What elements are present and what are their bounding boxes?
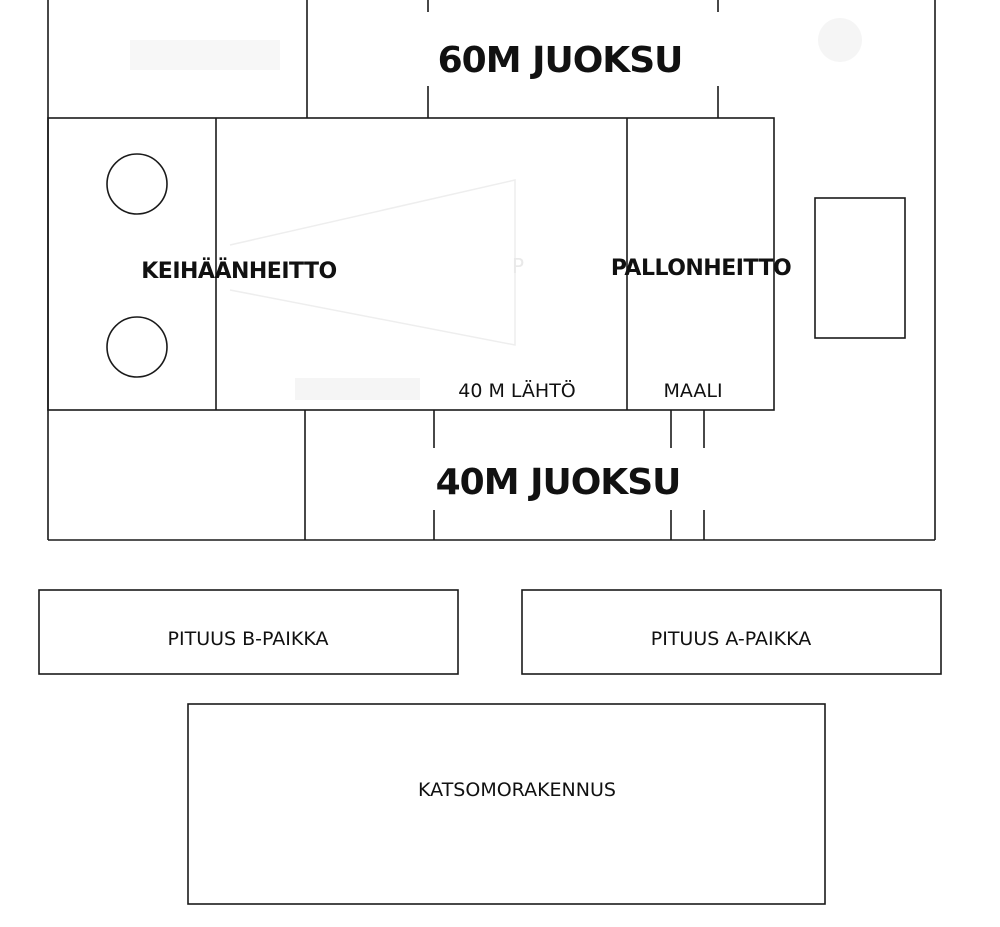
- long-jump-a-area: PITUUS A-PAIKKA: [521, 589, 942, 675]
- faded-background: P: [130, 18, 862, 400]
- track-60m: [427, 0, 719, 118]
- label-40m-start: 40 M LÄHTÖ: [458, 379, 576, 402]
- label-finish: MAALI: [663, 380, 722, 402]
- ball-throw-target-box: [814, 197, 906, 339]
- long-jump-b-area: PITUUS B-PAIKKA: [38, 589, 459, 675]
- stand-area: KATSOMORAKENNUS: [187, 703, 826, 905]
- label-stand: KATSOMORAKENNUS: [418, 779, 616, 801]
- throw-circle-bottom: [106, 316, 168, 378]
- label-long-jump-a: PITUUS A-PAIKKA: [651, 628, 811, 650]
- svg-text:P: P: [512, 254, 524, 278]
- event-block: [47, 117, 775, 411]
- track-40m: [433, 410, 705, 540]
- throw-circle-top: [106, 153, 168, 215]
- label-ball-throw: PALLONHEITTO: [611, 256, 791, 281]
- field-outline: [47, 0, 936, 541]
- label-60m-run: 60M JUOKSU: [438, 40, 683, 81]
- label-40m-run: 40M JUOKSU: [436, 462, 681, 503]
- label-javelin: KEIHÄÄNHEITTO: [141, 258, 337, 284]
- label-long-jump-b: PITUUS B-PAIKKA: [168, 628, 329, 650]
